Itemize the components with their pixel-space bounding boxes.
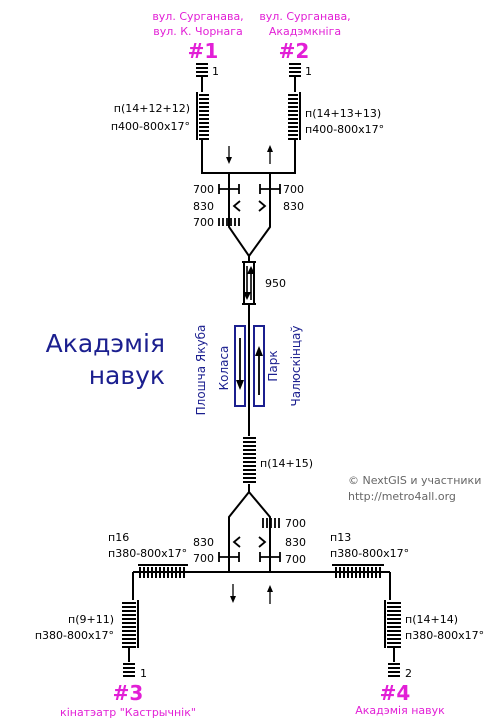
platform-arrow-down [236,338,244,390]
credits-line-2[interactable]: http://metro4all.org [348,490,456,503]
exit-2-ramp-label: п400-800х17° [305,123,384,136]
exit-3-caption: кінатэатр "Кастрычнік" [60,706,196,719]
lower-right-passage-ramp-label: п380-800х17° [330,547,409,560]
upper-left-turnstiles [218,184,241,226]
exit-1-stairs-label: п(14+12+12) [114,102,190,115]
exit-3-stairs-id: 1 [140,667,147,680]
exit-3-ramp-label: п380-800х17° [35,629,114,642]
exit-4-stairs-id: 2 [405,667,412,680]
upper-arrow-down [226,146,232,164]
lower-right-830: 830 [285,536,306,549]
exit-1-ramp [196,92,209,140]
exit-4-stairs-label: п(14+14) [405,613,458,626]
platform-direction-right-2: Чалюскінцаў [289,326,303,407]
lower-right-passage-ramp [332,564,384,578]
lower-left-830: 830 [193,536,214,549]
exit-4-ramp-label: п380-800х17° [405,629,484,642]
escalator-arrow-up [247,266,255,300]
exit-1-number[interactable]: #1 [188,39,219,63]
upper-left-830: 830 [193,200,214,213]
lower-left-700: 700 [193,552,214,565]
lower-right-top-turnstile [262,518,280,528]
exit-2-street-2: Акадэмкніга [269,25,341,38]
lower-arrow-down [230,584,236,603]
lower-left-passage-ramp [138,564,188,578]
lower-left-turnstiles [218,536,241,562]
lower-escalator [243,437,256,483]
exit-2-street-1: вул. Сурганава, [259,10,350,23]
lower-arrow-up [267,585,273,604]
lower-left-passage-ramp-label: п380-800х17° [108,547,187,560]
exit-2-number[interactable]: #2 [279,39,310,63]
lower-stairs-label: п(14+15) [260,457,313,470]
lower-right-turnstiles [258,536,281,562]
station-name-line-1: Акадэмія [46,329,165,358]
exit-2-top-stairs [289,63,301,77]
exit-4-bottom-stairs [388,663,400,677]
upper-right-700: 700 [283,183,304,196]
lower-right-700-top: 700 [285,517,306,530]
exit-1-ramp-label: п400-800х17° [111,120,190,133]
exit-3-number[interactable]: #3 [113,681,144,705]
exit-4-number[interactable]: #4 [380,681,411,705]
exit-1-street-2: вул. К. Чорнага [153,25,243,38]
exit-3-bottom-stairs [123,663,135,677]
upper-left-700b: 700 [193,216,214,229]
lower-vestibule-outline [133,491,390,573]
upper-arrow-up [267,145,273,164]
platform-direction-left-1: Плошча Якуба [194,325,208,416]
platform-arrow-up [255,346,263,395]
exit-2-stairs-label: п(14+13+13) [305,107,381,120]
platform-direction-left-2: Коласа [217,346,231,391]
upper-escalator [242,256,256,326]
exit-3-stairs-label: п(9+11) [68,613,114,626]
exit-3-ramp [122,600,139,648]
exit-1-top-stairs [196,63,208,77]
exit-2-ramp [288,92,301,140]
exit-2-stairs-id: 1 [305,65,312,78]
station-name-line-2: навук [89,361,165,390]
exit-4-ramp [384,600,401,648]
lower-right-700: 700 [285,553,306,566]
platform-left-track [234,325,265,407]
upper-right-turnstiles [258,184,281,212]
upper-vestibule-outline [201,140,296,258]
exit-1-street-1: вул. Сурганава, [152,10,243,23]
upper-right-830: 830 [283,200,304,213]
lower-left-passage-stairs: п16 [108,531,129,544]
escalator-arrow-down [243,266,251,300]
platform-direction-right-1: Парк [266,350,280,381]
credits-line-1: © NextGIS и участники [348,474,481,487]
upper-left-700: 700 [193,183,214,196]
lower-right-passage-stairs: п13 [330,531,351,544]
passage-950-label: 950 [265,277,286,290]
exit-1-stairs-id: 1 [212,65,219,78]
exit-4-caption: Акадэмія навук [355,704,445,717]
